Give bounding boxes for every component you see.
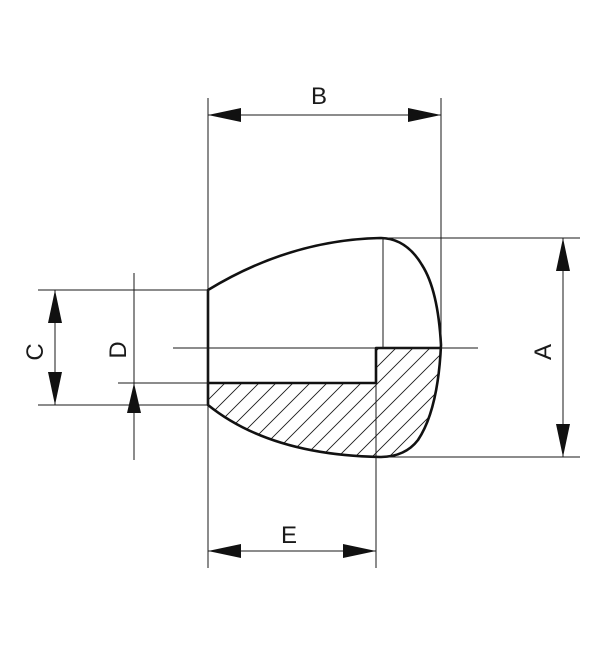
dimension-c: C	[22, 290, 62, 405]
hatch-line	[307, 348, 441, 457]
dimension-b: B	[208, 83, 441, 122]
hatch-line	[222, 348, 364, 457]
dimension-label-e: E	[281, 522, 297, 549]
hatch-line	[208, 348, 347, 457]
hatch-line	[324, 348, 441, 457]
hatch-line	[208, 348, 211, 457]
dimension-a: A	[530, 238, 570, 457]
section-hatching	[208, 348, 441, 457]
hatch-line	[358, 348, 441, 457]
hatch-line	[375, 348, 441, 457]
hatch-line	[392, 348, 441, 457]
dimension-label-a: A	[530, 344, 557, 360]
dimension-label-c: C	[22, 343, 49, 360]
hatch-line	[290, 348, 432, 457]
extension-lines	[38, 98, 580, 568]
dimension-label-d: D	[105, 341, 132, 358]
hatch-line	[341, 348, 441, 457]
hatch-line	[208, 348, 262, 457]
bore-outline	[208, 346, 441, 385]
dimension-label-b: B	[311, 83, 327, 110]
hatch-line	[409, 348, 441, 457]
construction-lines	[173, 238, 478, 349]
hatch-line	[273, 348, 415, 457]
hatch-line	[208, 348, 313, 457]
hatch-line	[208, 348, 296, 457]
dimension-d: D	[105, 341, 141, 413]
dimension-e: E	[208, 522, 376, 558]
